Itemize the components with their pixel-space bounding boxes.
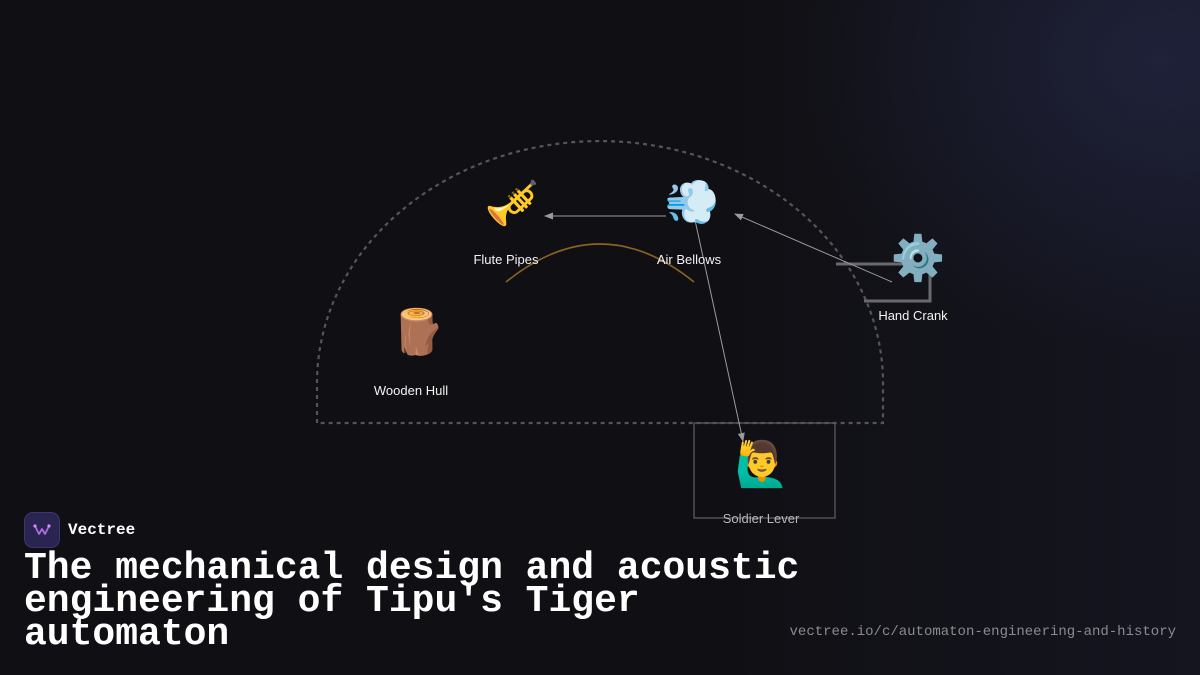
- vectree-logo-icon: [24, 512, 60, 548]
- brand: Vectree: [24, 512, 135, 548]
- node-label-flute-pipes: Flute Pipes: [473, 252, 539, 267]
- arrow-bellows-to-soldier: [694, 219, 745, 442]
- node-label-hand-crank: Hand Crank: [878, 308, 948, 323]
- node-label-air-bellows: Air Bellows: [656, 252, 722, 267]
- trumpet-icon: 🎺: [484, 178, 540, 229]
- gear-icon: ⚙️: [890, 233, 946, 284]
- person-raising-hand-icon: 🙋‍♂️: [734, 439, 790, 490]
- tiger-body-outline: [315, 139, 885, 425]
- node-label-soldier-lever: Soldier Lever: [722, 511, 800, 526]
- crank-handle-frame: [836, 262, 932, 303]
- brand-name: Vectree: [68, 521, 136, 539]
- acoustic-arc: [505, 243, 695, 283]
- page-title: The mechanical design and acoustic engin…: [24, 547, 800, 656]
- soldier-frame: [693, 422, 836, 519]
- wind-puff-icon: 💨: [664, 177, 720, 228]
- source-url: vectree.io/c/automaton-engineering-and-h…: [789, 624, 1176, 640]
- wood-log-icon: 🪵: [390, 307, 446, 358]
- arrow-crank-to-bellows: [734, 213, 893, 283]
- node-label-wooden-hull: Wooden Hull: [373, 383, 449, 398]
